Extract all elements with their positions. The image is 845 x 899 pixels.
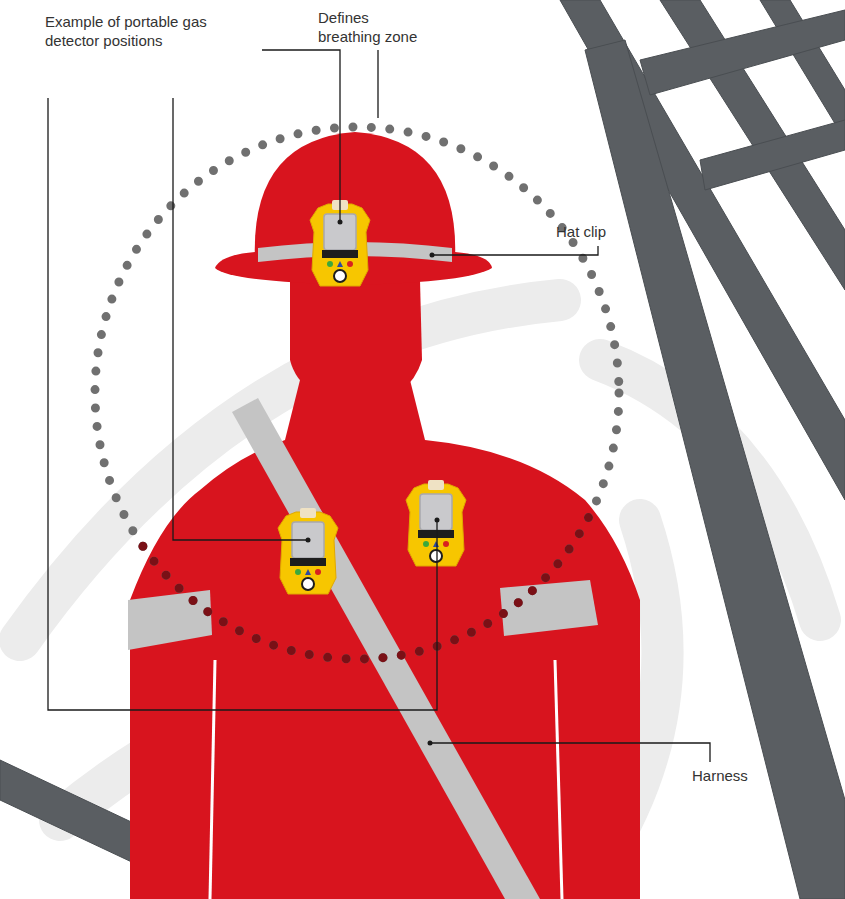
zone-label: Defines breathing zone xyxy=(318,8,430,46)
part-label: Hat clip xyxy=(556,222,676,241)
gas-detector xyxy=(406,480,466,566)
armband xyxy=(128,590,212,650)
gas-detector xyxy=(278,508,338,594)
detector-label: Example of portable gas detector positio… xyxy=(45,12,260,50)
worker-silhouette xyxy=(130,132,640,899)
leader-line xyxy=(48,50,710,762)
armband xyxy=(500,580,598,636)
harness-strap xyxy=(232,398,540,899)
part-label: Harness xyxy=(692,766,812,785)
